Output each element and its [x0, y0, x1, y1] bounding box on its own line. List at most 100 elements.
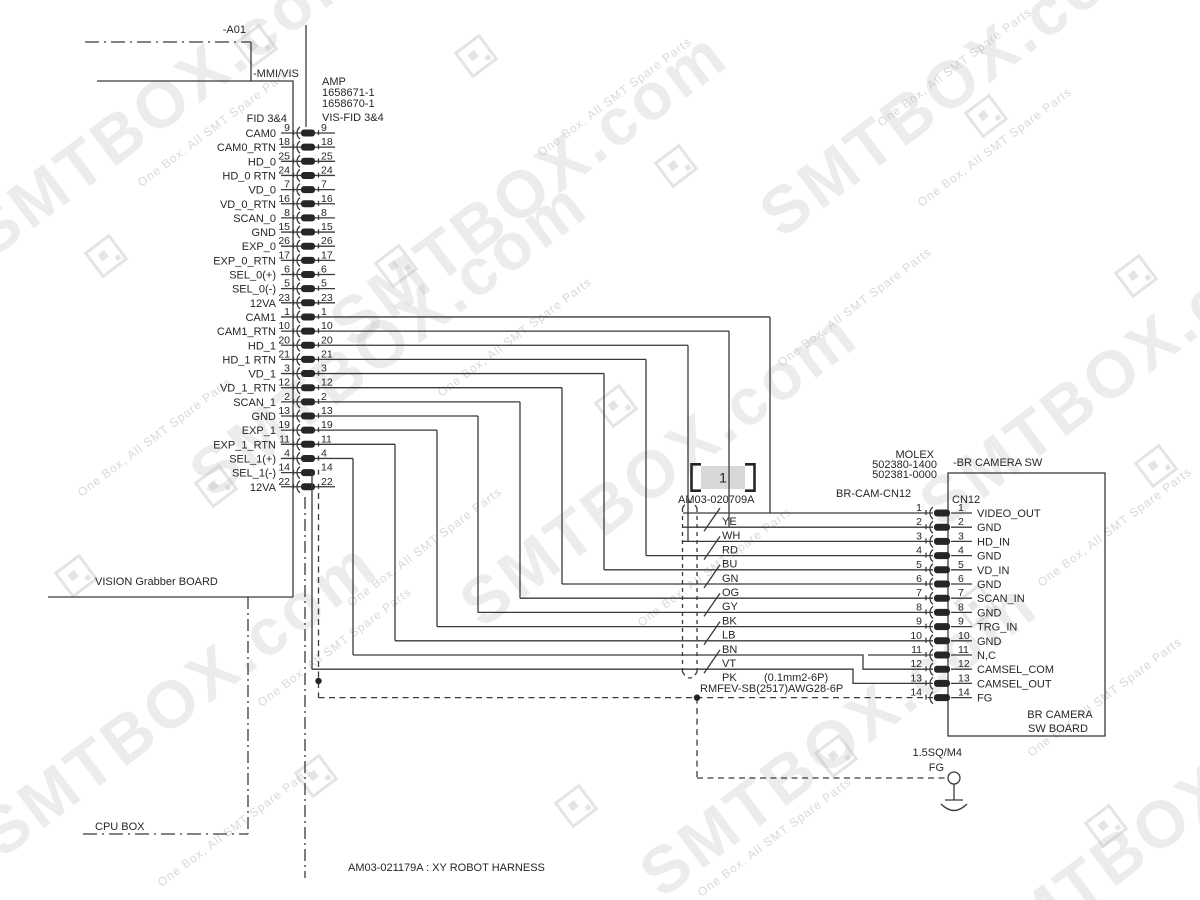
cn12-ref: BR-CAM-CN12 — [836, 488, 911, 500]
left-pin-number-inner: 6 — [321, 264, 327, 276]
left-contact-icon-pin — [301, 426, 315, 434]
left-contact-icon-socket — [296, 324, 301, 338]
left-pin-label: CAM0_RTN — [217, 142, 276, 154]
left-contact-icon-pin — [301, 285, 315, 293]
left-pin-label: SEL_0(-) — [232, 284, 276, 296]
twist-pair-icon — [703, 507, 721, 532]
cn12-contact-icon-pin — [934, 665, 950, 673]
cn12-contact-icon-socket — [929, 676, 934, 690]
cn12-pin-number-inner: 4 — [958, 545, 964, 557]
cn12-contact-icon-pin — [934, 509, 950, 517]
left-pin-label: EXP_1 — [242, 425, 276, 437]
cable-ref-label: AM03-020709A — [678, 494, 755, 506]
left-pin-number-inner: 12 — [321, 377, 333, 389]
left-pin-number: 25 — [278, 150, 290, 162]
left-pin-label: GND — [252, 227, 277, 239]
footer-title: AM03-021179A : XY ROBOT HARNESS — [348, 862, 545, 874]
ground-icon — [940, 799, 968, 812]
left-pin-number-inner: 25 — [321, 150, 333, 162]
left-contact-icon-socket — [296, 367, 301, 381]
cn12-pin-number: 14 — [910, 687, 922, 699]
left-contact-icon-pin — [301, 313, 315, 321]
left-contact-icon-pin — [301, 186, 315, 194]
cable-pair-spec: (0.1mm2-6P) — [764, 672, 828, 684]
wire-color-label: RD — [722, 544, 738, 556]
cn12-contact-icon-socket — [929, 662, 934, 676]
mmi-vis-boundary-line — [97, 80, 294, 597]
left-pin-label: GND — [252, 411, 277, 423]
left-pin-number-inner: 4 — [321, 447, 327, 459]
left-pin-number: 3 — [284, 363, 290, 375]
junction-dot — [315, 677, 322, 685]
cn12-pin-number-inner: 5 — [958, 559, 964, 571]
cn12-pin-number-inner: 6 — [958, 573, 964, 585]
left-contact-icon-pin — [301, 483, 315, 491]
left-contact-icon-pin — [301, 129, 315, 137]
left-pin-number-inner: 18 — [321, 136, 333, 148]
left-contact-icon-socket — [296, 310, 301, 324]
left-pin-number: 20 — [278, 334, 290, 346]
left-pin-number: 24 — [278, 164, 290, 176]
left-contact-icon-socket — [296, 239, 301, 253]
left-contact-icon-pin — [301, 327, 315, 335]
cn12-contact-icon-pin — [934, 580, 950, 588]
left-contact-icon-pin — [301, 171, 315, 179]
left-pin-label: HD_1 RTN — [222, 354, 276, 366]
left-contact-icon-pin — [301, 200, 315, 208]
left-pin-label: SEL_1(+) — [229, 453, 276, 465]
cn12-contact-icon-pin — [934, 594, 950, 602]
twist-pair-icon — [703, 649, 721, 674]
vision-board-label: VISION Grabber BOARD — [95, 576, 218, 588]
left-pin-number: 8 — [284, 207, 290, 219]
left-contact-icon-pin — [301, 398, 315, 406]
cn12-pin-label: GND — [977, 522, 1002, 534]
cn12-contact-icon-pin — [934, 566, 950, 574]
cable-shield-top-arc — [681, 501, 698, 509]
left-pin-label: SEL_1(-) — [232, 468, 276, 480]
left-contact-icon-socket — [296, 296, 301, 310]
cn12-contact-icon-pin — [934, 608, 950, 616]
cn12-pin-number-inner: 1 — [958, 502, 964, 514]
left-pin-number: 5 — [284, 278, 290, 290]
left-pin-number-inner: 20 — [321, 334, 333, 346]
left-pin-number-inner: 19 — [321, 419, 333, 431]
left-pin-number: 7 — [284, 179, 290, 191]
left-contact-icon-socket — [296, 197, 301, 211]
left-pin-number-inner: 15 — [321, 221, 333, 233]
left-pin-number: 2 — [284, 391, 290, 403]
left-pin-number-inner: 11 — [321, 433, 332, 445]
junction-dot — [693, 694, 701, 701]
cn12-part-2: 502381-0000 — [872, 469, 937, 481]
left-pin-number-inner: 5 — [321, 278, 327, 290]
twist-pair-icon — [703, 592, 721, 617]
cn12-pin-number: 8 — [916, 601, 922, 613]
left-contact-icon-socket — [296, 140, 301, 154]
left-pin-number-inner: 26 — [321, 235, 333, 247]
left-pin-number-inner: 23 — [321, 292, 333, 304]
wire-line-pk — [312, 668, 933, 685]
fg-spec-label: 1.5SQ/M4 — [912, 747, 962, 759]
cn12-pin-number-inner: 10 — [958, 630, 970, 642]
left-pin-number: 22 — [278, 476, 290, 488]
cn12-pin-label: VIDEO_OUT — [977, 508, 1041, 520]
left-pin-label: 12VA — [250, 298, 277, 310]
left-contact-icon-pin — [301, 242, 315, 250]
left-pin-number: 16 — [278, 193, 290, 205]
left-pin-number: 19 — [278, 419, 290, 431]
cn12-part-1: 502380-1400 — [872, 459, 937, 471]
left-pin-number-inner: 22 — [321, 476, 333, 488]
left-contact-icon-socket — [296, 267, 301, 282]
left-pin-number: 11 — [279, 433, 290, 445]
mmi-vis-label: -MMI/VIS — [253, 68, 299, 80]
left-pin-label: 12VA — [250, 482, 277, 494]
left-pin-label: EXP_1_RTN — [213, 439, 276, 451]
left-contact-icon-pin — [301, 214, 315, 222]
cn12-pin-number-inner: 8 — [958, 601, 964, 613]
left-contact-icon-socket — [296, 381, 301, 395]
left-contact-icon-socket — [296, 451, 301, 465]
left-pin-number: 13 — [278, 405, 290, 417]
cn12-contact-icon-socket — [929, 534, 934, 548]
left-pin-number: 10 — [278, 320, 290, 332]
left-pin-label: SCAN_1 — [233, 397, 276, 409]
